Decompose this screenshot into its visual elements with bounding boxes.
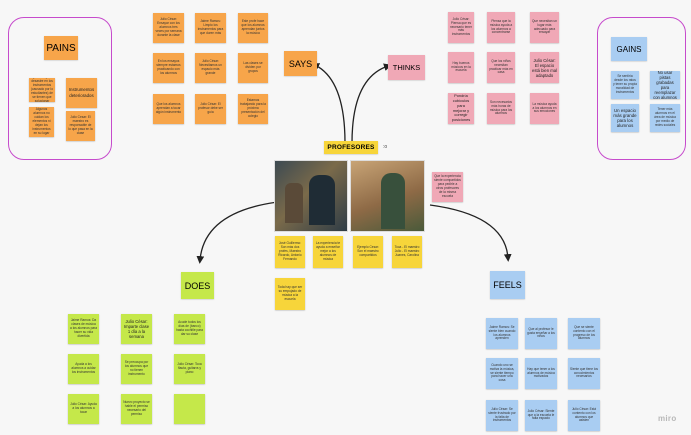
center-note[interactable]: Ejemplo Cesar: Son el maestro compartido… — [353, 236, 383, 268]
thinks-note[interactable]: Pondría cubículos para mejorar y corregi… — [448, 93, 474, 124]
pains-note[interactable]: Que si hay un desastre en los instrument… — [29, 78, 55, 102]
does-note[interactable]: Acude todos los días de (banco) hasta co… — [174, 314, 205, 344]
center-suffix: :o — [383, 144, 388, 150]
person-silhouette — [381, 173, 405, 229]
feels-note[interactable]: Julio César: Se siente frustrado por la … — [486, 400, 518, 431]
says-note[interactable]: Las clases se dividen por grupos — [238, 53, 268, 83]
feels-note[interactable]: Cuando uno se motiva la música, se sient… — [486, 358, 518, 389]
pains-note[interactable]: Algunos alumnos no cuidan los elementos … — [29, 107, 54, 137]
says-label[interactable]: SAYS — [284, 51, 317, 76]
does-note[interactable]: Se preocupa por los alumnos que no tiene… — [121, 354, 152, 384]
does-note-empty[interactable] — [174, 394, 205, 424]
photo-teacher-2[interactable] — [350, 160, 425, 232]
center-note[interactable]: Toda hay que ser su empujado de música a… — [275, 278, 305, 310]
gains-frame[interactable] — [597, 17, 686, 160]
thinks-note[interactable]: Piensa que la música ayuda a los alumnos… — [487, 12, 515, 43]
thinks-note[interactable]: La música ayuda a los alumnos en sus emo… — [530, 93, 559, 124]
person-silhouette — [285, 183, 303, 223]
does-note[interactable]: Jaime Ramos: Da clases de música a los a… — [68, 314, 99, 344]
says-note[interactable]: Este profe hace que los alumnos aprendan… — [238, 13, 268, 43]
feels-note[interactable]: Siente que tiene los conocimientos neces… — [568, 358, 600, 389]
feels-note[interactable]: Que al profesor le gusta enseñar a los n… — [525, 318, 557, 349]
feels-note[interactable]: Hay que tener a los alumnos de música mo… — [525, 358, 557, 389]
center-note[interactable]: La experiencia te ayuda a enseñar mejor … — [313, 236, 343, 268]
thinks-note[interactable]: Hay buenos músicos en la escuela — [448, 52, 474, 83]
pains-note[interactable]: Instrumentos deteriorados — [66, 78, 97, 108]
says-note[interactable]: Julio César: Necesitamos un espacio más … — [195, 53, 226, 83]
thinks-note[interactable]: Julio César: Piensa que es necesario ten… — [448, 12, 474, 43]
photo-teacher-1[interactable] — [274, 160, 348, 232]
feels-note[interactable]: Que se siente contento con el progreso d… — [568, 318, 600, 349]
thinks-label[interactable]: THINKS — [388, 55, 425, 80]
does-note[interactable]: Ayuda a los alumnos a cuidar los instrum… — [68, 354, 99, 384]
feels-note[interactable]: Julio César: Siente que a la escuela le … — [525, 400, 557, 431]
does-note[interactable]: Nuevo proyecto se hable el permiso neces… — [121, 394, 152, 424]
arrow-to-thinks — [351, 63, 392, 144]
thinks-note[interactable]: Son necesarios más horas de música para … — [487, 93, 515, 124]
pains-frame[interactable] — [8, 17, 112, 160]
gains-note[interactable]: Tener más alumnos en el área de música p… — [650, 104, 680, 132]
thinks-note[interactable]: Que necesitan un lugar más adecuado para… — [530, 12, 559, 43]
thinks-note[interactable]: Que los niños necesitan practicar más en… — [487, 52, 515, 83]
center-pink-note[interactable]: Que la experiencia siente compartidos pa… — [432, 172, 463, 202]
gains-note[interactable]: No usar pistas grabadas para reemplazar … — [650, 71, 680, 99]
says-note[interactable]: Julio César: El profesor debe ser guía — [195, 94, 226, 124]
says-note[interactable]: Que los alumnos aprendan a tocar algún i… — [153, 94, 184, 124]
arrow-to-feels — [429, 204, 512, 262]
does-note[interactable]: Julio César: Toca flauta, guitarra y pia… — [174, 354, 205, 384]
person-silhouette — [309, 175, 335, 225]
profesores-label[interactable]: PROFESORES — [324, 141, 378, 154]
miro-logo: miro — [658, 414, 677, 423]
does-note[interactable]: Julio César: Imparte clase 1 día a la se… — [121, 314, 152, 344]
does-note[interactable]: Julio César: Ayuda a los alumnos a tocar — [68, 394, 99, 424]
says-note[interactable]: Jaime Ramos: Limpio los instrumentos par… — [195, 13, 226, 43]
feels-note[interactable]: Julio César: Está contento con los alumn… — [568, 400, 600, 431]
says-note[interactable]: Julio César: Ensayar con los alumnos tre… — [153, 13, 184, 43]
pains-label[interactable]: PAINS — [44, 36, 78, 60]
center-note[interactable]: José Guillermo: Son más dos profes, Maes… — [275, 236, 305, 268]
gains-note[interactable]: Se sentiría desde los ratos y tener su p… — [611, 71, 639, 99]
center-note[interactable]: Toca - El maestro Julio - El maestro Jua… — [392, 236, 422, 268]
arrow-to-says — [311, 63, 346, 144]
feels-label[interactable]: FEELS — [490, 271, 525, 299]
pains-note[interactable]: Julio Cesar: El maestro es responsable d… — [66, 111, 95, 141]
does-label[interactable]: DOES — [181, 272, 214, 299]
says-note[interactable]: Estamos trabajando para la próxima prese… — [238, 94, 268, 124]
thinks-note[interactable]: Julio César: El espacio está bien mal ad… — [530, 52, 559, 83]
says-note[interactable]: En los ensayos siempre estamos practican… — [153, 53, 184, 83]
gains-label[interactable]: GAINS — [611, 37, 647, 61]
gains-note[interactable]: Un espacio más grande para los alumnos — [611, 104, 639, 132]
feels-note[interactable]: Jaime Ramos: Se siente bien cuando los a… — [486, 318, 518, 349]
